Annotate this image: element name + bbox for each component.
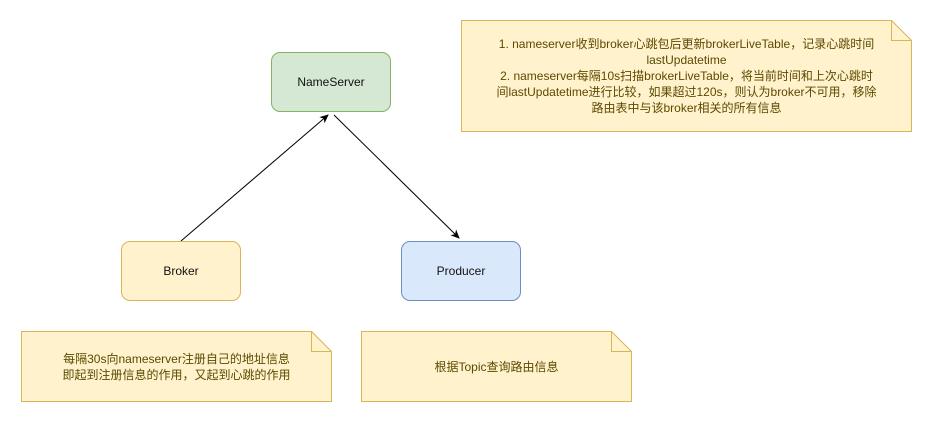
- nameserver-node[interactable]: NameServer: [271, 52, 391, 112]
- note-shape-producer: [361, 331, 632, 402]
- note-producer-line-1: 根据Topic查询路由信息: [434, 359, 559, 374]
- note-broker-register: 每隔30s向nameserver注册自己的地址信息 即起到注册信息的作用，又起到…: [21, 331, 332, 402]
- note-nameserver-heartbeat: 1. nameserver收到broker心跳包后更新brokerLiveTab…: [461, 20, 912, 132]
- producer-label: Producer: [436, 264, 486, 278]
- note-broker-line-2: 即起到注册信息的作用，又起到心跳的作用: [62, 367, 291, 382]
- arrow-nameserver-to-producer: [333, 114, 460, 239]
- note-nameserver-line-4: 间lastUpdatetime进行比较，如果超过120s，则认为broker不可…: [496, 85, 877, 99]
- note-shape-nameserver: [461, 20, 912, 132]
- nameserver-label: NameServer: [297, 75, 365, 89]
- note-producer-route: 根据Topic查询路由信息: [361, 331, 632, 402]
- note-shape-broker: [21, 331, 332, 402]
- note-broker-line-1: 每隔30s向nameserver注册自己的地址信息: [63, 351, 290, 366]
- note-nameserver-line-3: 2. nameserver每隔10s扫描brokerLiveTable，将当前时…: [500, 69, 873, 83]
- note-nameserver-line-5: 路由表中与该broker相关的所有信息: [591, 101, 782, 115]
- broker-node[interactable]: Broker: [121, 241, 241, 301]
- note-nameserver-line-2: lastUpdatetime: [646, 53, 727, 67]
- note-nameserver-line-1: 1. nameserver收到broker心跳包后更新brokerLiveTab…: [498, 37, 875, 51]
- producer-node[interactable]: Producer: [401, 241, 521, 301]
- broker-label: Broker: [163, 264, 199, 278]
- arrow-broker-to-nameserver: [180, 114, 329, 242]
